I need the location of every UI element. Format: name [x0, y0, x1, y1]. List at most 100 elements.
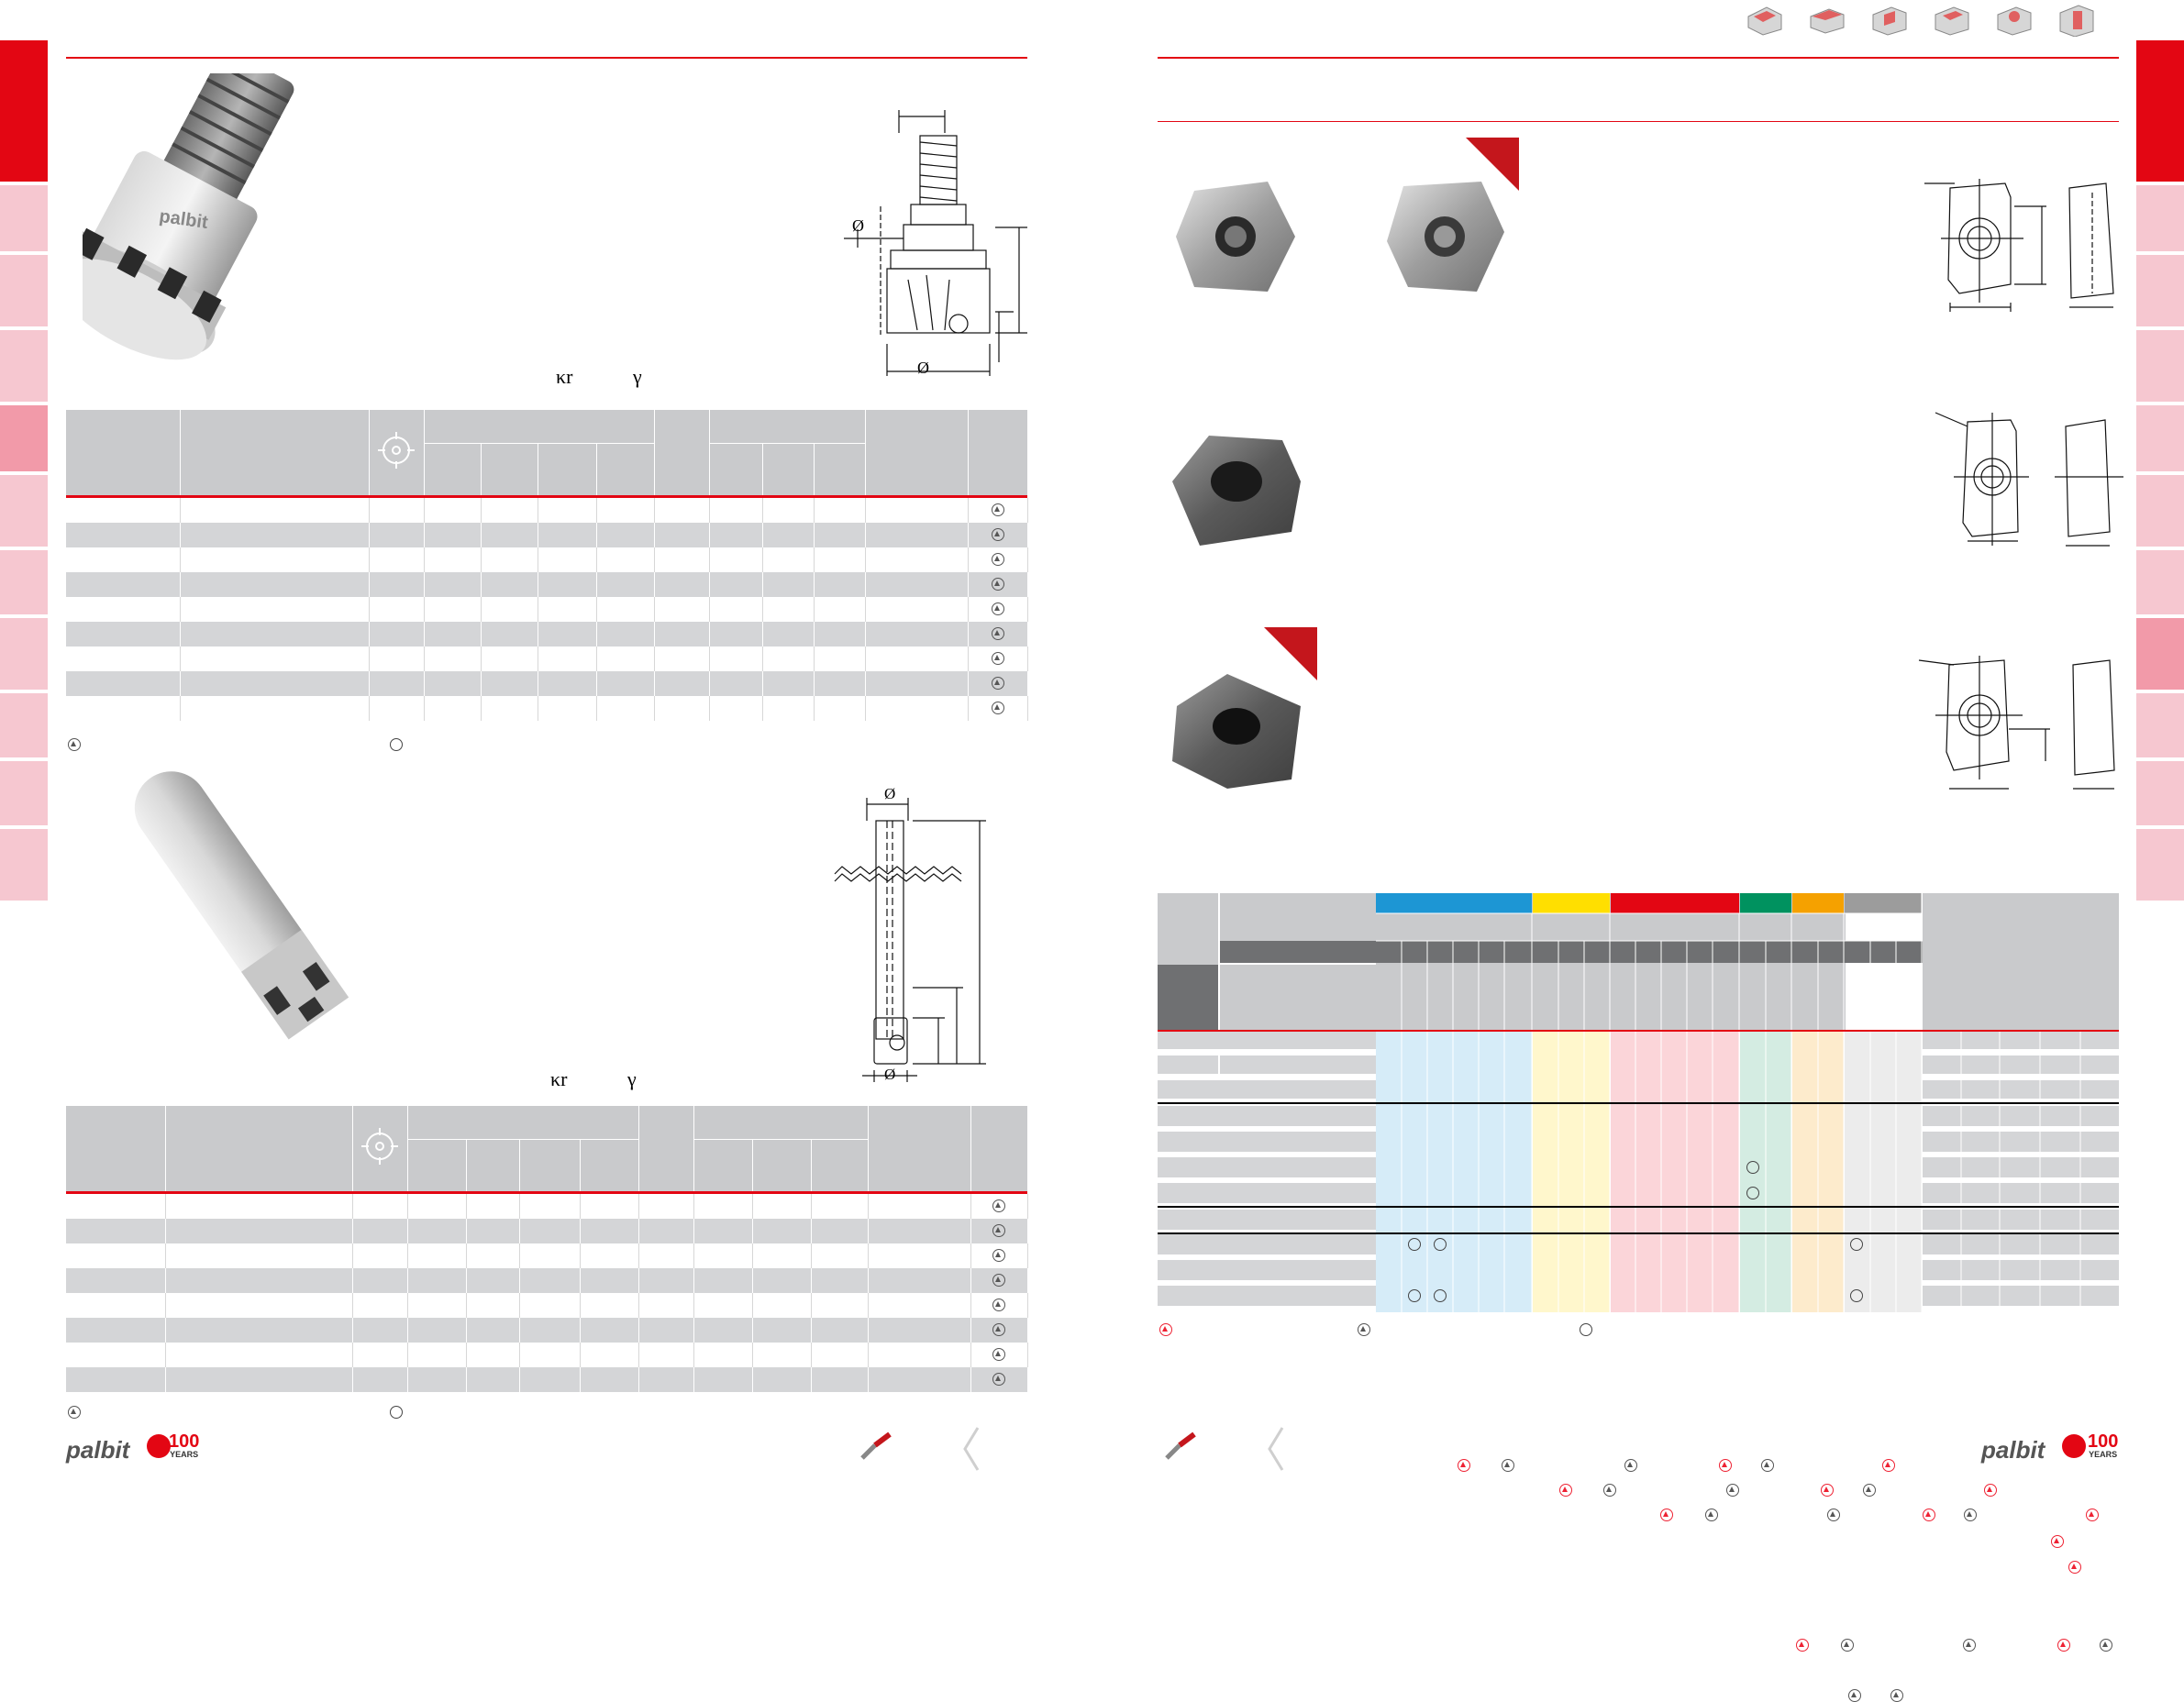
ramping-icon [1997, 6, 2032, 36]
section-tab[interactable] [0, 475, 48, 547]
diameter-symbol: Ø [917, 359, 929, 377]
diameter-symbol: Ø [852, 216, 864, 235]
section-tab[interactable] [0, 330, 48, 402]
tool-icon [860, 1431, 892, 1460]
shoulder-milling-icon [1747, 6, 1782, 36]
section-tab[interactable] [0, 550, 48, 614]
table-row [66, 671, 1028, 696]
legend-alternative-icon [1358, 1321, 1370, 1338]
table-row [66, 647, 1028, 671]
section-tab[interactable] [2136, 761, 2184, 825]
recommended-grade-icon [1882, 1458, 1896, 1472]
section-tab[interactable] [2136, 405, 2184, 471]
section-tab[interactable] [2136, 255, 2184, 326]
section-tab[interactable] [2136, 185, 2184, 251]
table-row [66, 1293, 1028, 1318]
end-mill-technical-drawing: Ø Ø [834, 785, 986, 1083]
section-tab[interactable] [2136, 618, 2184, 690]
anniversary-logo: 100 YEARS [169, 1432, 199, 1459]
table-row [66, 1318, 1028, 1343]
grade-table-grid [1158, 893, 2119, 1312]
section-tab[interactable] [2136, 693, 2184, 757]
header-rule-thin [1158, 121, 2119, 122]
palbit-logo-icon [147, 1434, 171, 1458]
stock-item-icon [991, 652, 1004, 666]
face-mill-technical-drawing: Ø Ø [844, 110, 1027, 377]
insert-1-coated-image [1387, 182, 1504, 292]
legend-circle-icon [390, 1404, 403, 1420]
face-mill-cutter-image: palbit [83, 73, 294, 360]
table-row [66, 523, 1028, 547]
table-row [66, 1219, 1028, 1243]
application-icons [1745, 0, 2112, 37]
legend-stock-icon [68, 1404, 81, 1420]
anniversary-logo: 100 YEARS [2088, 1432, 2118, 1459]
anniversary-word: YEARS [170, 1450, 199, 1459]
table-row [66, 1268, 1028, 1293]
page-turn-icon[interactable] [961, 1426, 980, 1472]
section-tab[interactable] [0, 255, 48, 326]
stock-item-icon [991, 677, 1004, 691]
alternative-grade-icon [1502, 1458, 1515, 1472]
table-row [66, 1194, 1028, 1219]
section-tab[interactable] [0, 761, 48, 825]
stock-item-icon [991, 702, 1004, 715]
section-tab[interactable] [2136, 330, 2184, 402]
header-rule [66, 57, 1027, 59]
palbit-logo: palbit [66, 1436, 130, 1464]
palbit-logo: palbit [1981, 1436, 2045, 1464]
stock-item-icon [991, 553, 1004, 567]
new-corner-badge [1466, 138, 1519, 191]
end-mill-cutter-image [134, 771, 349, 1040]
stock-item-icon [991, 528, 1004, 542]
table-row [66, 597, 1028, 622]
target-icon [361, 1128, 398, 1165]
stock-item-icon [991, 627, 1004, 641]
section-tab[interactable] [2136, 550, 2184, 614]
palbit-logo-icon [2062, 1434, 2086, 1458]
gamma-label: γ [627, 1067, 637, 1090]
section-tab[interactable] [0, 618, 48, 690]
section-tab[interactable] [0, 829, 48, 901]
page-turn-icon[interactable] [1266, 1426, 1284, 1472]
insert-2-drawing [1935, 412, 2123, 547]
table-header-row [66, 410, 1028, 495]
insert-2-image [1172, 436, 1301, 546]
table-row [66, 547, 1028, 572]
table-row [66, 572, 1028, 597]
diameter-symbol: Ø [884, 785, 895, 802]
header-rule [1158, 57, 2119, 59]
grade-table [1158, 893, 2119, 1702]
stock-item-icon [991, 578, 1004, 591]
table-row [66, 1343, 1028, 1367]
section-tab[interactable] [2136, 829, 2184, 901]
table-subheader-row [66, 443, 1027, 495]
anniversary-number: 100 [2088, 1431, 2119, 1452]
section-tab[interactable] [0, 405, 48, 471]
gamma-label: γ [633, 365, 642, 388]
kappa-r-label: κr [550, 1067, 568, 1090]
slotting-icon [1872, 6, 1907, 36]
insert-1-drawing [1924, 179, 2114, 312]
table-row [66, 1243, 1028, 1268]
diameter-symbol: Ø [884, 1066, 895, 1083]
recommended-grade-icon [1719, 1458, 1733, 1472]
cutter-2-spec-table [66, 1106, 1028, 1392]
section-tab[interactable] [0, 185, 48, 251]
table-row [66, 1367, 1028, 1392]
kappa-r-label: κr [556, 365, 573, 388]
new-corner-badge [1264, 627, 1317, 680]
insert-3-image [1172, 674, 1301, 789]
legend-recommended-icon [1159, 1321, 1172, 1338]
table-row [66, 622, 1028, 647]
section-tab[interactable] [0, 693, 48, 757]
section-tab-active[interactable] [0, 40, 48, 182]
legend-circle-icon [390, 736, 403, 753]
section-tab-active[interactable] [2136, 40, 2184, 182]
legend-circle-icon [1580, 1321, 1592, 1338]
insert-3-drawing [1918, 656, 2115, 790]
stock-item-icon [991, 503, 1004, 517]
plunging-icon [2059, 5, 2094, 37]
section-tab[interactable] [2136, 475, 2184, 547]
insert-1-image [1176, 182, 1295, 292]
